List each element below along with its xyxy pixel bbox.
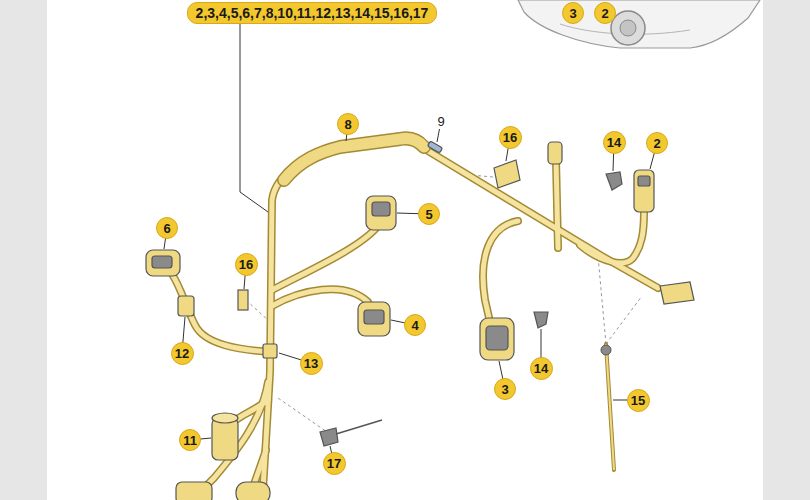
callout-number: 4 — [404, 314, 426, 336]
callout-number: 14 — [530, 357, 553, 380]
callout-number: 16 — [235, 253, 258, 276]
callout-number: 15 — [627, 389, 650, 412]
callout-number: 17 — [323, 452, 346, 475]
callout-number: 14 — [603, 131, 626, 154]
callout-number: 5 — [418, 203, 440, 225]
callout-number: 6 — [156, 217, 178, 239]
callout-number: 3 — [562, 2, 584, 24]
callout-number: 16 — [499, 126, 522, 149]
callout-number: 11 — [179, 429, 201, 451]
callout-number-list: 2,3,4,5,6,7,8,10,11,12,13,14,15,16,17 — [187, 2, 438, 24]
callout-number: 9 — [435, 114, 446, 129]
callout-number: 8 — [337, 113, 359, 135]
callout-number: 12 — [171, 342, 194, 365]
callout-number: 13 — [300, 352, 323, 375]
callout-number: 3 — [494, 378, 516, 400]
callout-number: 2 — [594, 2, 616, 24]
callout-number: 2 — [646, 132, 668, 154]
